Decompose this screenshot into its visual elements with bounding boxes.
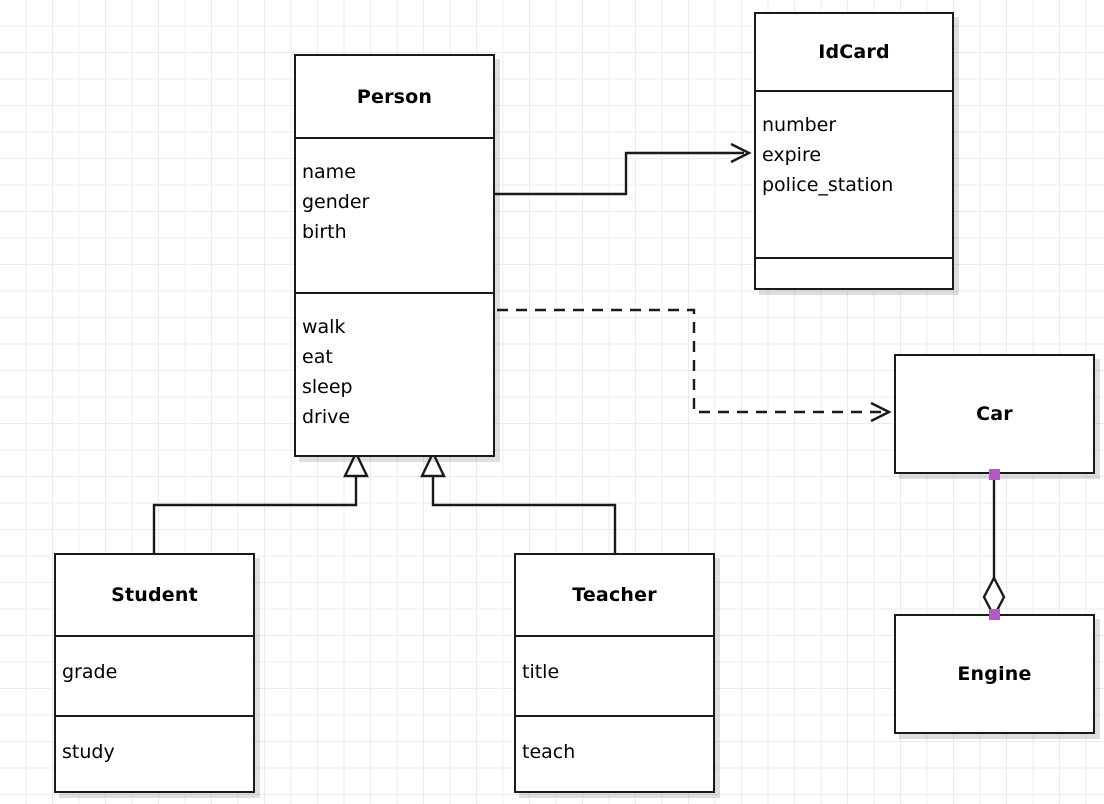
uml-class-engine[interactable]: Engine xyxy=(894,614,1095,734)
attribute-item: police_station xyxy=(762,174,894,196)
attribute-item: birth xyxy=(302,221,347,243)
open-arrowhead-icon xyxy=(870,401,892,423)
method-item: drive xyxy=(302,406,351,428)
attribute-item: expire xyxy=(762,144,822,166)
uml-class-student[interactable]: Student grade study xyxy=(54,553,255,793)
methods-compartment-person[interactable]: walk eat sleep drive xyxy=(296,292,493,455)
edge-teacher-person[interactable] xyxy=(420,450,617,553)
uml-class-person[interactable]: Person name gender birth walk eat sleep … xyxy=(294,54,495,457)
class-name-idcard: IdCard xyxy=(818,41,890,63)
attribute-item: title xyxy=(522,661,560,683)
uml-class-idcard[interactable]: IdCard number expire police_station xyxy=(754,12,954,290)
methods-compartment-idcard[interactable] xyxy=(756,257,952,288)
class-name-student: Student xyxy=(111,584,198,606)
attribute-item: name xyxy=(302,161,356,183)
method-item: walk xyxy=(302,316,346,338)
edge-person-idcard[interactable] xyxy=(495,142,752,196)
class-name-teacher: Teacher xyxy=(572,584,657,606)
edge-endpoint-handle-car[interactable] xyxy=(989,468,1000,480)
class-name-person: Person xyxy=(356,85,433,108)
class-name-engine: Engine xyxy=(957,663,1032,685)
methods-compartment-teacher[interactable]: teach xyxy=(516,715,713,791)
attribute-item: gender xyxy=(302,191,370,213)
class-name-car: Car xyxy=(976,403,1013,425)
methods-compartment-student[interactable]: study xyxy=(56,715,253,791)
uml-class-teacher[interactable]: Teacher title teach xyxy=(514,553,715,793)
edge-endpoint-handle-engine[interactable] xyxy=(989,608,1000,620)
attributes-compartment-idcard[interactable]: number expire police_station xyxy=(756,90,952,257)
method-item: teach xyxy=(522,741,576,763)
attributes-compartment-teacher[interactable]: title xyxy=(516,635,713,715)
edge-student-person[interactable] xyxy=(152,450,369,553)
edge-car-engine[interactable] xyxy=(982,474,1006,619)
attribute-item: grade xyxy=(62,661,118,683)
attributes-compartment-student[interactable]: grade xyxy=(56,635,253,715)
method-item: eat xyxy=(302,346,333,368)
attribute-item: number xyxy=(762,114,837,136)
method-item: study xyxy=(62,741,115,763)
attributes-compartment-person[interactable]: name gender birth xyxy=(296,137,493,292)
open-arrowhead-icon xyxy=(730,142,752,164)
edge-person-car[interactable] xyxy=(497,308,892,423)
uml-class-car[interactable]: Car xyxy=(894,354,1095,474)
method-item: sleep xyxy=(302,376,353,398)
